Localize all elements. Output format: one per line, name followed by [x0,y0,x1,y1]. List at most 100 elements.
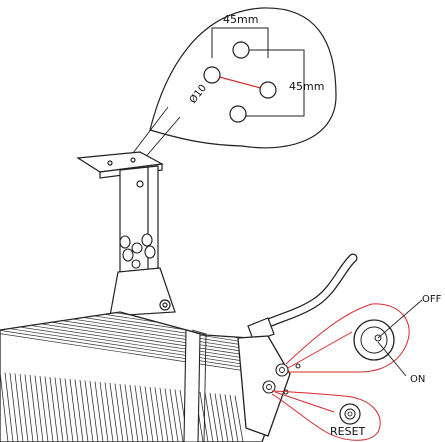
wing-nut-left-2 [122,248,134,262]
fin-rib [209,392,219,442]
heater-body [0,311,301,442]
plate-hole-2 [130,157,136,163]
fin-rib [29,374,39,442]
end-cap-reset-button [262,380,276,394]
fin-rib [104,382,114,442]
reset-detail: RESET [330,403,366,438]
fin-line [0,323,251,363]
wing-nut-left-1 [119,235,131,249]
fin-rib [24,374,34,442]
fin-rib [119,383,129,442]
fin-rib [84,380,94,442]
fin-rib [79,379,89,442]
plate-hole-1 [107,160,113,166]
fin-rib [109,382,119,442]
heater-clamp-band [183,329,201,442]
reset-button-inner [344,408,356,420]
callout-leader-right [142,116,181,161]
fin-rib [164,388,174,442]
mounting-holes-callout: 45mm 45mm Ø10 [129,7,337,161]
fin-rib [99,381,109,442]
fin-rib [159,387,169,442]
dimension-vertical-line [243,49,305,117]
fin-rib [199,391,209,442]
fin-rib [19,373,29,442]
fin-rib [229,394,239,442]
fin-rib [174,389,184,442]
fin-rib [204,392,214,442]
fin-rib [89,380,99,442]
fin-rib [4,372,14,442]
mounting-hole-top [232,41,250,59]
hole-offset-line [211,74,269,91]
fin-rib [219,393,229,442]
callout-bubble-outline [149,7,337,149]
fin-rib [54,377,64,442]
fin-line [0,333,251,372]
end-cap-screw-1 [295,363,301,369]
fin-rib [234,395,244,442]
fin-rib [169,388,179,442]
switch-detail: OFF ON [353,294,442,385]
fin-line [0,312,251,344]
reset-button-outer [339,403,361,425]
switch-on-label: ON [410,374,425,385]
hole-diameter-label: Ø10 [187,82,209,106]
fin-rib [34,375,44,442]
fin-rib [114,383,124,442]
wing-nut-right-1 [141,233,153,247]
fin-rib [124,384,134,442]
fin-line [0,330,251,369]
fin-rib [134,385,144,442]
switch-pivot [374,334,382,342]
switch-inner-ring [360,326,388,354]
bracket-lower-arm [109,267,176,317]
fin-rib [9,372,19,442]
fin-rib [154,387,164,442]
fin-rib [129,384,139,442]
wing-nut-center [131,242,143,254]
mounting-bracket [76,151,176,317]
fin-rib [64,378,74,442]
dimension-horizontal-line [211,27,269,58]
mounting-hole-right [259,81,277,99]
switch-detail-callouts [271,303,410,441]
mounting-hole-left [203,66,221,84]
fin-rib [39,375,49,442]
fin-rib [214,393,224,442]
fin-rib [59,377,69,442]
bracket-adjust-slot [136,180,144,188]
wing-nuts [119,233,156,269]
fin-rib [0,371,9,442]
fin-rib [224,394,234,442]
switch-outer-ring [353,319,395,361]
fin-rib [44,376,54,442]
switch-on-leader [377,341,407,377]
heater-clamp-band-2 [191,329,207,442]
switch-off-leader [377,299,423,339]
wing-nut-right-2 [144,245,156,259]
reset-callout-outline [271,390,381,441]
fin-rib [49,376,59,442]
wing-nut-lower [131,259,141,269]
dimension-vertical-label: 45mm [289,80,324,93]
fin-line [0,326,251,366]
fin-rib [74,379,84,442]
fin-rib [144,386,154,442]
fin-rib [14,373,24,442]
fin-rib [139,385,149,442]
switch-callout-outline [285,303,410,373]
bracket-bolt-inner [162,302,168,308]
switch-off-label: OFF [422,294,442,305]
fin-line [0,320,251,360]
power-cable [247,253,358,343]
mounting-hole-bottom [229,105,247,123]
fin-rib [69,378,79,442]
reset-label: RESET [330,425,366,438]
dimension-horizontal-label: 45mm [223,13,258,26]
end-cap-switch-off-on [275,363,289,377]
fin-rib [94,381,104,442]
fin-rib [149,386,159,442]
callout-leader-left [129,106,169,158]
